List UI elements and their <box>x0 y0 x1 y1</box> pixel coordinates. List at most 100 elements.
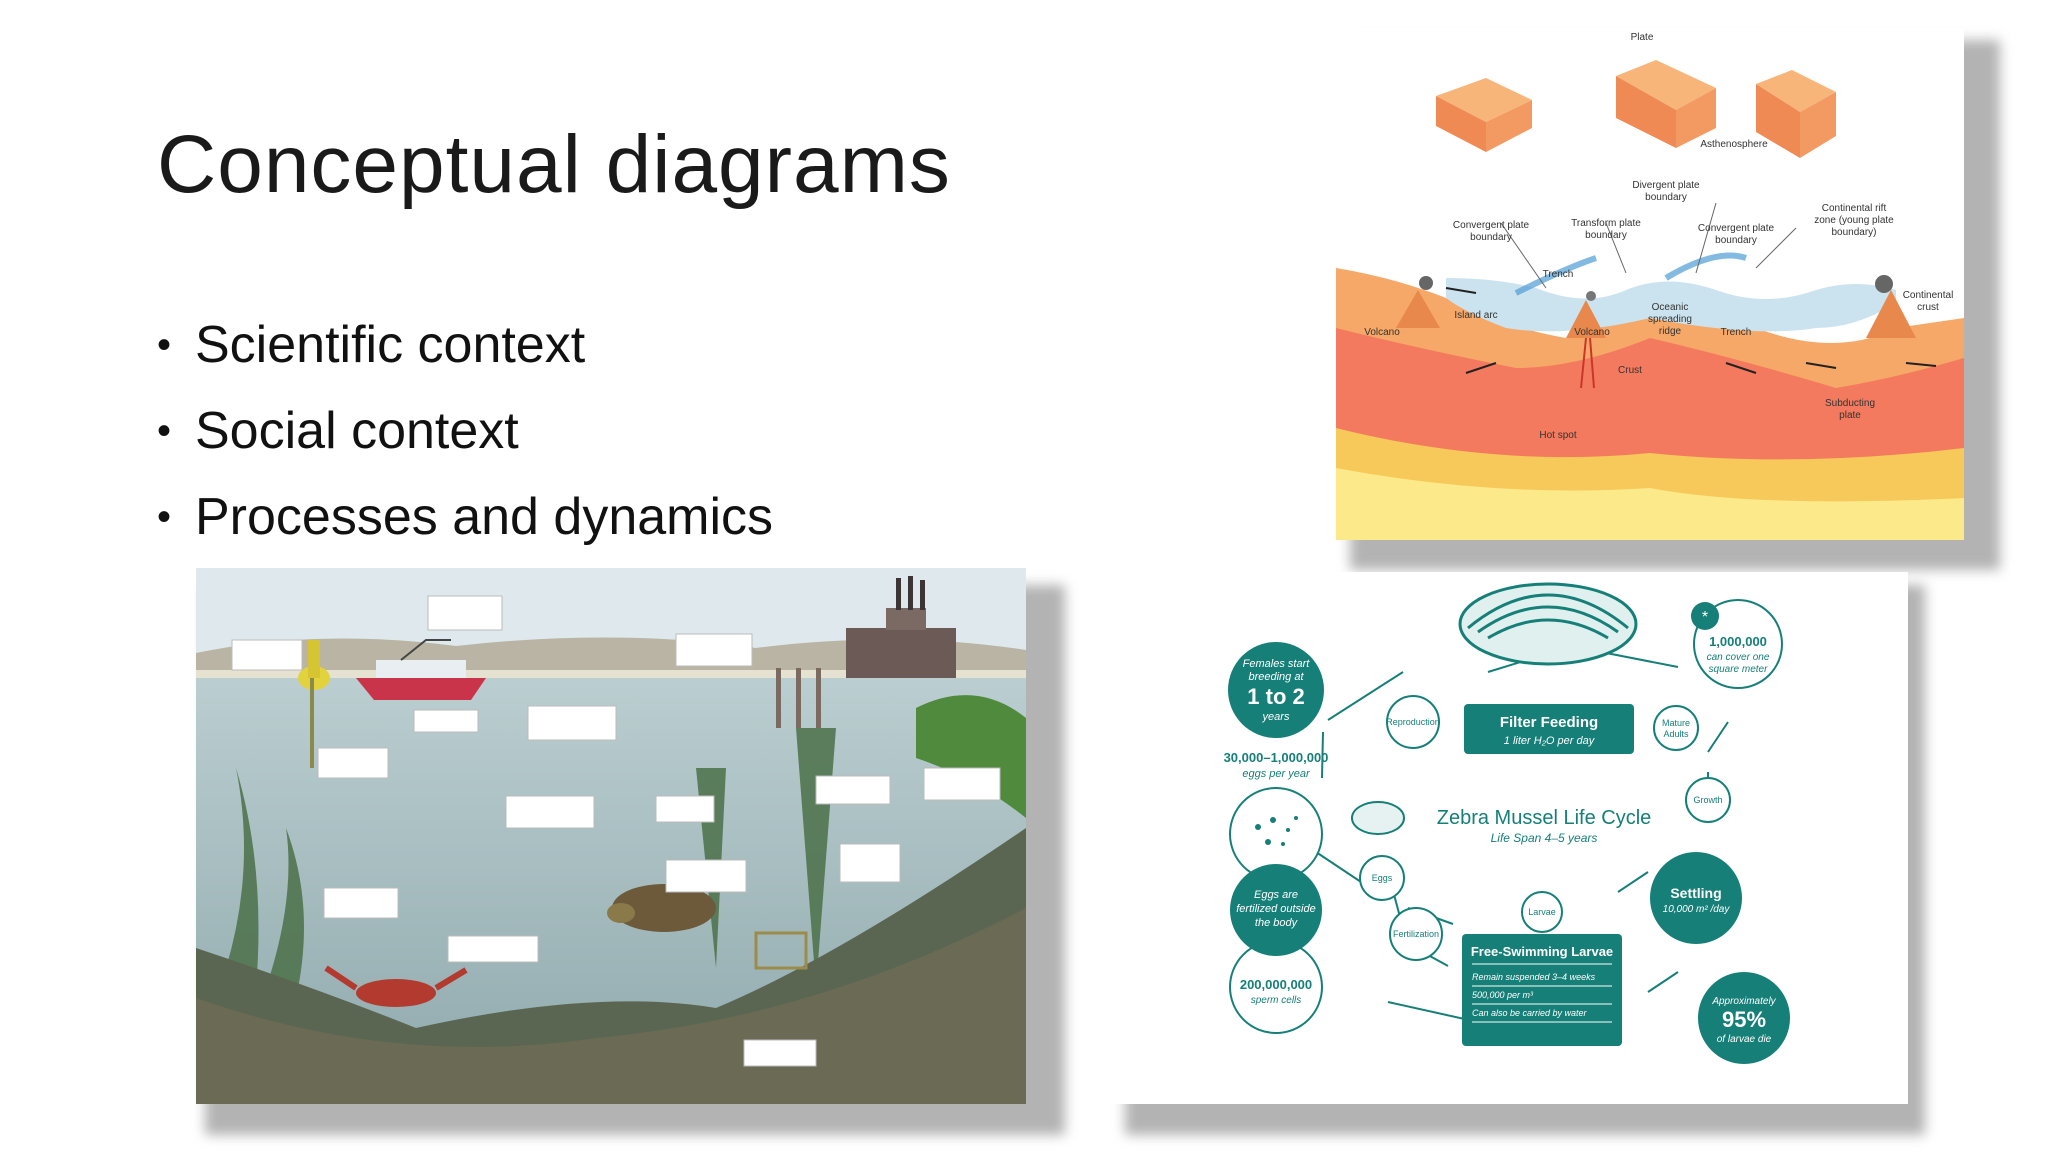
label-ridge-3: ridge <box>1659 326 1682 337</box>
larvae-line1: Remain suspended 3–4 weeks <box>1472 972 1596 982</box>
lifecycle-title: Zebra Mussel Life Cycle <box>1437 807 1652 829</box>
die-line1: Approximately <box>1711 996 1776 1007</box>
node-growth <box>1685 777 1731 823</box>
crust-layer <box>1336 268 1964 388</box>
label-subducting-2: plate <box>1839 410 1861 421</box>
label-transform-1: Transform plate <box>1571 218 1641 229</box>
node-larvae-label: Larvae <box>1528 907 1556 917</box>
label-trench-right: Trench <box>1721 327 1752 338</box>
larvae-line3: Can also be carried by water <box>1472 1008 1588 1018</box>
volcano-right <box>1866 290 1916 338</box>
crayfish <box>324 965 468 1007</box>
node-fertilization <box>1389 907 1443 961</box>
mussel-shell-icon <box>1458 582 1638 666</box>
breeding-years-value: 1 to 2 <box>1247 684 1304 709</box>
node-reproduction-label: Reproduction <box>1386 717 1440 727</box>
egg-dots <box>1255 816 1298 846</box>
breeding-line3: years <box>1262 711 1290 723</box>
larvae-line2: 500,000 per m³ <box>1472 990 1534 1000</box>
plate-tectonics-svg: Plate Asthenosphere Divergent plate boun… <box>1336 28 1964 540</box>
node-reproduction <box>1386 695 1440 749</box>
label-continental-crust-1: Continental <box>1903 290 1954 301</box>
label-rift-1: Continental rift <box>1822 203 1887 214</box>
external-line2: fertilized outside <box>1236 903 1316 915</box>
plate-block-right <box>1756 70 1836 158</box>
buoy <box>298 640 330 768</box>
bullet-item: •Processes and dynamics <box>157 477 773 563</box>
slide-title: Conceptual diagrams <box>157 119 951 210</box>
filter-feeding-box <box>1464 704 1634 754</box>
external-fertilization-circle <box>1230 864 1322 956</box>
plate-block-center <box>1616 60 1716 148</box>
label-ridge-1: Oceanic <box>1652 302 1689 313</box>
volcano-middle <box>1566 300 1606 338</box>
label-subducting-1: Subducting <box>1825 398 1875 409</box>
external-line3: the body <box>1255 917 1299 929</box>
boat <box>356 639 486 700</box>
label-convergent-right-1: Convergent plate <box>1698 223 1775 234</box>
label-volcano-mid: Volcano <box>1574 327 1610 338</box>
free-swimming-larvae-box <box>1462 934 1622 1046</box>
lake-ecosystem-svg <box>196 568 1026 1104</box>
filter-sub: 1 liter H₂O per day <box>1504 735 1596 747</box>
label-crust: Crust <box>1618 365 1642 376</box>
label-plate: Plate <box>1631 32 1654 43</box>
label-rift-2: zone (young plate <box>1814 215 1894 226</box>
external-line1: Eggs are <box>1254 889 1298 901</box>
coverage-line2: square meter <box>1709 664 1769 675</box>
label-divergent-2: boundary <box>1645 192 1687 203</box>
node-fertilization-label: Fertilization <box>1393 929 1439 939</box>
power-plant <box>846 576 956 678</box>
node-eggs-label: Eggs <box>1372 873 1393 883</box>
coverage-line1: can cover one <box>1707 652 1770 663</box>
note-cards <box>231 595 1001 1067</box>
ocean-water <box>1446 278 1896 332</box>
shopping-cart <box>754 931 808 970</box>
bullet-text: Scientific context <box>195 316 586 374</box>
larvae-mortality-circle <box>1698 972 1790 1064</box>
label-hot-spot: Hot spot <box>1539 430 1576 441</box>
breeding-age-circle <box>1228 642 1324 738</box>
turtle <box>607 884 716 932</box>
label-island-arc: Island arc <box>1454 310 1497 321</box>
label-continental-crust-2: crust <box>1917 302 1939 313</box>
bullet-dot-icon: • <box>157 409 172 453</box>
label-convergent-right-2: boundary <box>1715 235 1757 246</box>
zebra-mussel-svg: Females start breeding at 1 to 2 years 3… <box>1108 572 1908 1104</box>
node-mature-label-2: Adults <box>1663 729 1689 739</box>
volcano-left <box>1396 290 1440 328</box>
sperm-value: 200,000,000 <box>1240 977 1312 992</box>
label-rift-3: boundary) <box>1831 227 1876 238</box>
filter-title: Filter Feeding <box>1500 714 1598 731</box>
star-badge-icon <box>1691 602 1719 630</box>
breeding-line1: Females start <box>1243 658 1311 670</box>
bullet-item: • Social context <box>157 391 773 477</box>
coverage-value: 1,000,000 <box>1709 634 1767 649</box>
settling-sub: 10,000 m² /day <box>1663 904 1731 915</box>
eggs-unit: eggs per year <box>1242 768 1311 780</box>
label-convergent-left-1: Convergent plate <box>1453 220 1530 231</box>
settling-title: Settling <box>1670 885 1721 901</box>
label-divergent-1: Divergent plate <box>1632 180 1700 191</box>
settling-circle <box>1650 852 1742 944</box>
node-growth-label: Growth <box>1693 795 1722 805</box>
larvae-box-title: Free-Swimming Larvae <box>1471 944 1613 959</box>
label-volcano-left: Volcano <box>1364 327 1400 338</box>
bullet-list: •Scientific context • Social context •Pro… <box>157 305 773 563</box>
label-ridge-2: spreading <box>1648 314 1692 325</box>
die-value: 95% <box>1722 1007 1766 1032</box>
bullet-text: Social context <box>195 402 519 460</box>
plate-tectonics-diagram: Plate Asthenosphere Divergent plate boun… <box>1336 28 1964 540</box>
node-mature-adults <box>1653 705 1699 751</box>
mantle <box>1336 278 1964 460</box>
bullet-text: Processes and dynamics <box>195 488 774 546</box>
lifecycle-subtitle: Life Span 4–5 years <box>1491 831 1598 845</box>
star-icon: * <box>1702 609 1708 626</box>
label-convergent-left-2: boundary <box>1470 232 1512 243</box>
sperm-unit: sperm cells <box>1251 995 1302 1006</box>
bullet-item: •Scientific context <box>157 305 773 391</box>
die-line2: of larvae die <box>1717 1034 1772 1045</box>
node-eggs <box>1359 855 1405 901</box>
breeding-line2: breeding at <box>1248 671 1304 683</box>
node-larvae <box>1521 891 1563 933</box>
